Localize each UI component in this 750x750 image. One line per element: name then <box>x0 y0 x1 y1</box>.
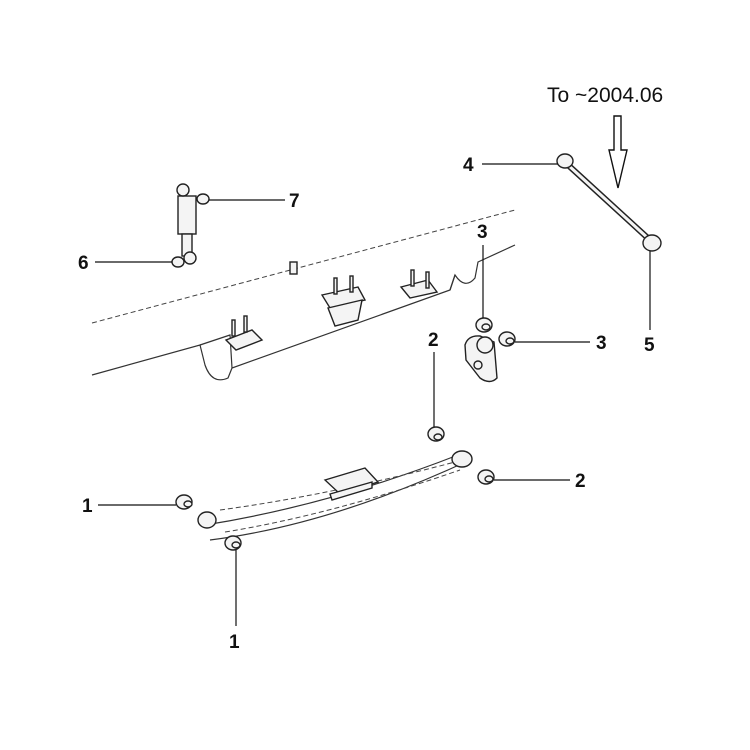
frame-rail <box>91 209 516 381</box>
bushing-3-right <box>498 331 516 347</box>
callout-1-bottom: 1 <box>229 632 240 653</box>
down-arrow-icon <box>608 115 628 189</box>
frame-bracket-left <box>224 315 264 351</box>
callout-3-right: 3 <box>596 333 607 354</box>
frame-bracket-right <box>399 269 439 299</box>
leaf-spring <box>197 450 473 541</box>
lateral-control-rod <box>556 153 662 252</box>
callout-7: 7 <box>289 191 300 212</box>
bushing-3-upper <box>475 317 493 333</box>
callout-4: 4 <box>463 155 474 176</box>
callout-2-right: 2 <box>575 471 586 492</box>
bushing-2-right <box>477 469 495 485</box>
spring-shackle <box>464 335 498 383</box>
leader-lines <box>95 163 651 626</box>
bushing-1-lower <box>224 535 242 551</box>
callout-3-top: 3 <box>477 222 488 243</box>
callout-6: 6 <box>78 253 89 274</box>
callout-5: 5 <box>644 335 655 356</box>
applicability-note: To ~2004.06 <box>547 84 663 107</box>
bushing-1-front <box>175 494 193 510</box>
callout-2-top: 2 <box>428 330 439 351</box>
callout-1-left: 1 <box>82 496 93 517</box>
bushing-2-upper <box>427 426 445 442</box>
bump-stopper-mount <box>320 275 367 327</box>
bushing-6 <box>171 256 185 268</box>
shock-absorber <box>176 183 197 265</box>
bushing-7 <box>196 193 210 205</box>
